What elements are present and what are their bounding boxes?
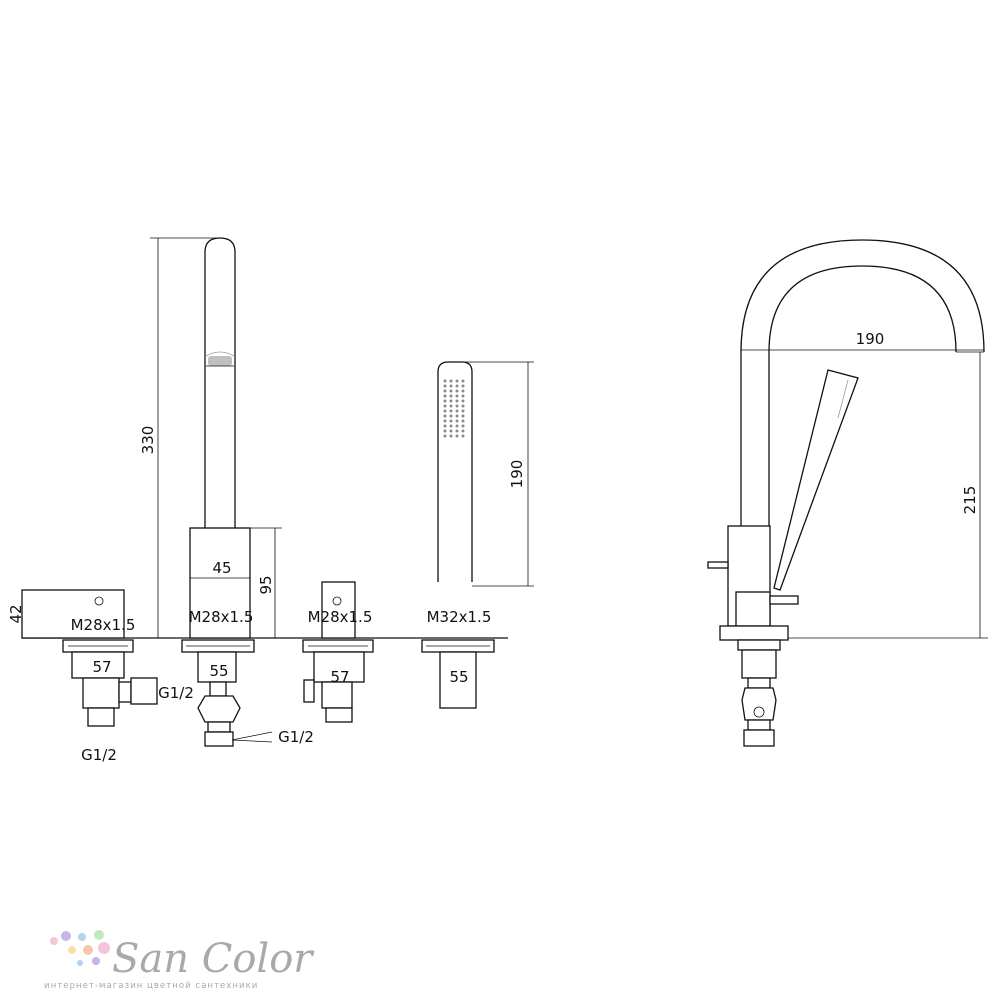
shower-nozzle-icon — [443, 379, 465, 438]
dim-diverter-height: 95 — [257, 575, 275, 594]
side-handshower — [773, 369, 859, 591]
depth-valve-right: 57 — [330, 668, 349, 686]
logo-tagline: интернет-магазин цветной сантехники — [44, 981, 258, 991]
dim-handshower-length: 190 — [508, 460, 526, 489]
depth-valve-left: 57 — [92, 658, 111, 676]
thread-valve-left: M28x1.5 — [71, 616, 136, 634]
side-view: 190 215 — [707, 239, 988, 747]
front-view: 330 95 45 190 42 M28x1.5 M28x1.5 M28x1.5… — [7, 237, 534, 764]
inlet-left-bottom: G1/2 — [81, 746, 117, 764]
dim-side-height: 215 — [961, 486, 979, 515]
side-spout — [740, 239, 985, 528]
dim-diverter-width: 45 — [212, 559, 231, 577]
diverter — [181, 527, 255, 747]
hand-shower — [421, 361, 495, 709]
dim-spout-height: 330 — [139, 426, 157, 455]
thread-diverter: M28x1.5 — [189, 608, 254, 626]
dimension-lines: 330 95 45 190 42 M28x1.5 M28x1.5 M28x1.5… — [7, 237, 534, 764]
thread-shower: M32x1.5 — [427, 608, 492, 626]
inlet-left-side: G1/2 — [158, 684, 194, 702]
depth-diverter: 55 — [209, 662, 228, 680]
logo-brand: San Color — [112, 936, 315, 982]
left-valve — [21, 589, 158, 727]
watermark-logo: San Color интернет-магазин цветной санте… — [44, 930, 315, 991]
thread-valve-right: M28x1.5 — [308, 608, 373, 626]
right-valve — [302, 581, 374, 723]
valve-marker-icon — [332, 596, 342, 606]
valve-marker-icon — [94, 596, 104, 606]
depth-shower: 55 — [449, 668, 468, 686]
spout — [204, 237, 236, 528]
color-dots-icon — [50, 930, 110, 966]
aerator-icon — [206, 356, 234, 367]
dim-valve-height: 42 — [7, 604, 25, 623]
dim-side-reach: 190 — [856, 330, 885, 348]
inlet-diverter: G1/2 — [278, 728, 314, 746]
